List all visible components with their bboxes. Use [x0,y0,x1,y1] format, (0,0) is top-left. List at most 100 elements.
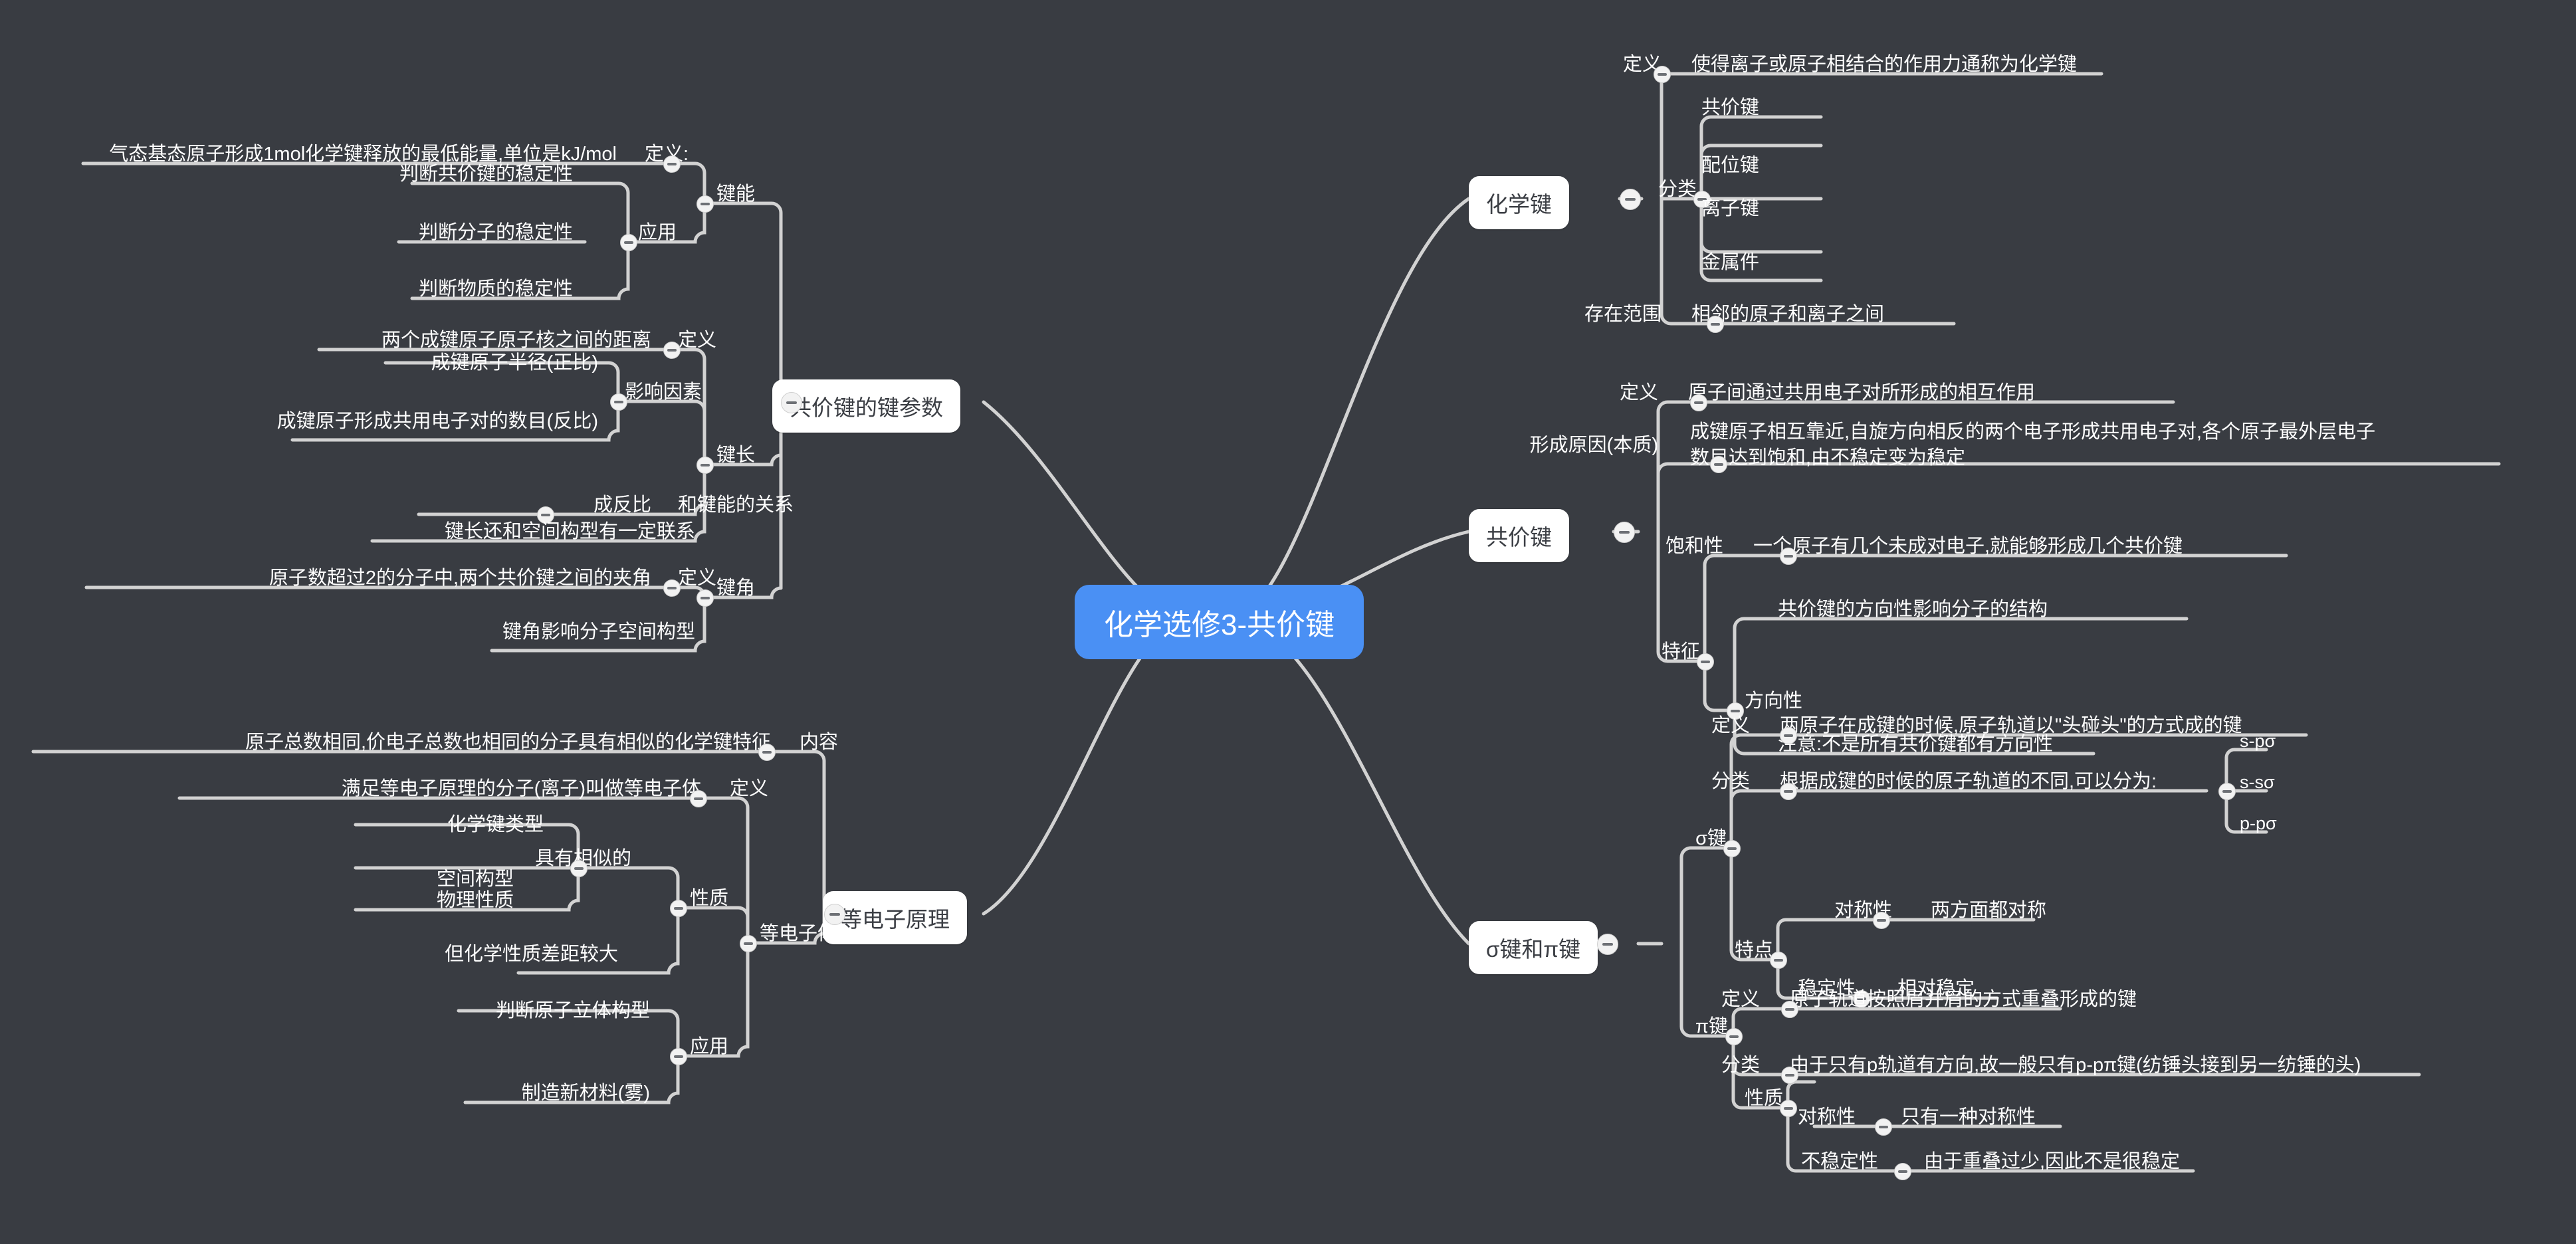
collapse-toggle-bond-angle-definition[interactable] [663,579,681,597]
label-pi-symmetry: 对称性 [1798,1106,1856,1128]
value-judge-substance-stability: 判断物质的稳定性 [418,278,573,300]
label-isoelectronic-species: 等电子体 [760,923,837,944]
value-directionality-1: 共价键的方向性影响分子的结构 [1778,599,2048,620]
label-sigma-bond: σ键 [1695,828,1727,849]
branch-node-sigma-pi[interactable]: σ键和π键 [1469,921,1598,974]
value-pi-definition: 原子轨道按照肩并肩的方式重叠形成的键 [1790,989,2137,1010]
branch-node-bond-parameters[interactable]: 共价键的键参数 [772,379,960,433]
collapse-toggle-chemical-bond[interactable] [1620,189,1641,210]
label-sigma-definition: 定义 [1711,715,1750,736]
collapse-toggle-pi-bond[interactable] [1725,1028,1743,1045]
label-pi-properties: 性质 [1744,1088,1783,1109]
label-isoelectronic-properties: 性质 [690,888,729,909]
collapse-toggle-isoelectronic-species[interactable] [740,935,757,952]
collapse-toggle-bond-length-definition[interactable] [663,342,681,359]
collapse-toggle-isoelectronic-definition[interactable] [690,790,707,807]
value-judge-molecule-stability: 判断分子的稳定性 [418,222,573,243]
collapse-toggle-covalent-cause[interactable] [1710,456,1727,473]
collapse-toggle-covalent-definition[interactable] [1690,394,1707,411]
collapse-toggle-sigma-bond[interactable] [1723,840,1741,857]
branch-node-covalent-bond[interactable]: 共价键 [1469,509,1569,562]
value-directionality-2: 注意:不是所有共价键都有方向性 [1778,734,2054,755]
item-ionic: 离子键 [1701,198,1760,219]
label-sigma-stability: 稳定性 [1798,978,1856,999]
label-pi-bond: π键 [1695,1016,1728,1037]
collapse-toggle-similar-group[interactable] [570,860,588,877]
collapse-toggle-chemical-bond-definition[interactable] [1654,66,1671,83]
value-judge-covalent-stability: 判断共价键的稳定性 [399,163,573,185]
collapse-toggle-chemical-bond-classification[interactable] [1693,191,1711,208]
collapse-toggle-bond-length[interactable] [697,457,714,474]
collapse-toggle-isoelectronic-application[interactable] [670,1048,687,1065]
collapse-toggle-bond-energy[interactable] [697,195,714,213]
label-isoelectronic-content: 内容 [800,732,839,753]
collapse-toggle-sigma-symmetry[interactable] [1873,912,1890,929]
collapse-toggle-sigma-definition[interactable] [1780,727,1797,744]
value-atom-radius: 成键原子半径(正比) [431,352,598,373]
collapse-toggle-isoelectronic-properties[interactable] [670,900,687,917]
label-chemical-bond-classification: 分类 [1658,179,1697,200]
value-electron-pairs: 成键原子形成共用电子对的数目(反比) [276,411,598,432]
collapse-toggle-bond-angle[interactable] [697,589,714,607]
collapse-toggle-pi-instability[interactable] [1894,1163,1911,1180]
value-bond-type: 化学键类型 [447,814,544,835]
collapse-toggle-sigma-orbital-types[interactable] [2218,783,2236,800]
collapse-toggle-sigma-pi[interactable] [1597,934,1618,955]
collapse-toggle-isoelectronic[interactable] [824,904,845,925]
label-covalent-definition: 定义 [1619,382,1658,403]
value-covalent-cause-line2: 数目达到饱和,由不稳定变为稳定 [1690,447,1966,468]
branch-node-chemical-bond[interactable]: 化学键 [1469,176,1569,229]
collapse-toggle-directionality[interactable] [1727,702,1744,720]
label-isoelectronic-definition: 定义 [730,778,769,799]
value-covalent-definition: 原子间通过共用电子对所形成的相互作用 [1688,382,2036,403]
collapse-toggle-chemical-bond-scope[interactable] [1707,316,1724,333]
value-bond-energy-definition: 气态基态原子形成1mol化学键释放的最低能量,单位是kJ/mol [109,144,617,165]
value-sigma-definition: 两原子在成键的时候,原子轨道以"头碰头"的方式成的键 [1780,715,2242,736]
label-pi-instability: 不稳定性 [1801,1151,1879,1172]
value-pi-classification: 由于只有p轨道有方向,故一般只有p-pπ键(纺锤头接到另一纺锤的头) [1790,1055,2361,1076]
collapse-toggle-covalent-features[interactable] [1697,653,1714,671]
collapse-toggle-pi-symmetry[interactable] [1875,1118,1892,1136]
collapse-toggle-pi-definition[interactable] [1781,1001,1798,1018]
collapse-toggle-sigma-characteristics[interactable] [1770,952,1787,969]
label-bond-angle-definition: 定义 [678,568,717,589]
root-node[interactable]: 化学选修3-共价键 [1075,585,1364,659]
collapse-toggle-bond-energy-definition[interactable] [663,156,681,173]
value-covalent-cause-line1: 成键原子相互靠近,自旋方向相反的两个电子形成共用电子对,各个原子最外层电子 [1690,421,2376,443]
collapse-toggle-bond-length-factors[interactable] [610,393,627,411]
collapse-toggle-bond-parameters[interactable] [781,392,802,413]
value-isoelectronic-definition: 满足等电子原理的分子(离子)叫做等电子体 [341,778,701,799]
item-coordination: 配位键 [1701,155,1760,176]
value-bond-angle-definition: 原子数超过2的分子中,两个共价键之间的夹角 [268,568,651,589]
collapse-toggle-isoelectronic-content[interactable] [758,744,776,761]
leaf-s-s-sigma: s-sσ [2240,772,2275,792]
leaf-p-p-sigma: p-pσ [2240,813,2277,833]
label-relation-with-bond-energy: 和键能的关系 [678,494,794,516]
label-pi-definition: 定义 [1721,989,1760,1010]
collapse-toggle-relation-with-bond-energy[interactable] [537,506,554,524]
collapse-toggle-saturation[interactable] [1780,548,1797,565]
value-chemical-difference: 但化学性质差距较大 [444,944,618,965]
item-covalent: 共价键 [1701,97,1760,118]
label-pi-classification: 分类 [1721,1055,1760,1076]
value-sigma-stability: 相对稳定 [1897,978,1975,999]
collapse-toggle-sigma-classification[interactable] [1780,783,1797,800]
label-directionality: 方向性 [1745,690,1803,712]
collapse-toggle-pi-classification[interactable] [1781,1067,1798,1084]
label-bond-length-factors: 影响因素 [625,381,702,403]
label-sigma-characteristics: 特点 [1734,940,1773,961]
leaf-s-p-sigma: s-pσ [2240,731,2276,751]
collapse-toggle-pi-properties[interactable] [1780,1100,1797,1117]
label-covalent-features: 特征 [1661,641,1700,663]
collapse-toggle-sigma-stability[interactable] [1853,990,1870,1007]
label-chemical-bond-scope: 存在范围 [1584,304,1662,325]
collapse-toggle-covalent-bond[interactable] [1614,522,1635,543]
value-chemical-bond-definition: 使得离子或原子相结合的作用力通称为化学键 [1691,54,2078,75]
branch-node-isoelectronic[interactable]: 等电子原理 [823,891,967,944]
value-pi-instability: 由于重叠过少,因此不是很稳定 [1924,1151,2181,1172]
value-bond-length-definition: 两个成键原子原子核之间的距离 [381,330,651,351]
value-isoelectronic-content: 原子总数相同,价电子总数也相同的分子具有相似的化学键特征 [245,732,771,753]
label-covalent-cause: 形成原因(本质) [1529,435,1658,456]
collapse-toggle-bond-energy-application[interactable] [620,234,637,251]
